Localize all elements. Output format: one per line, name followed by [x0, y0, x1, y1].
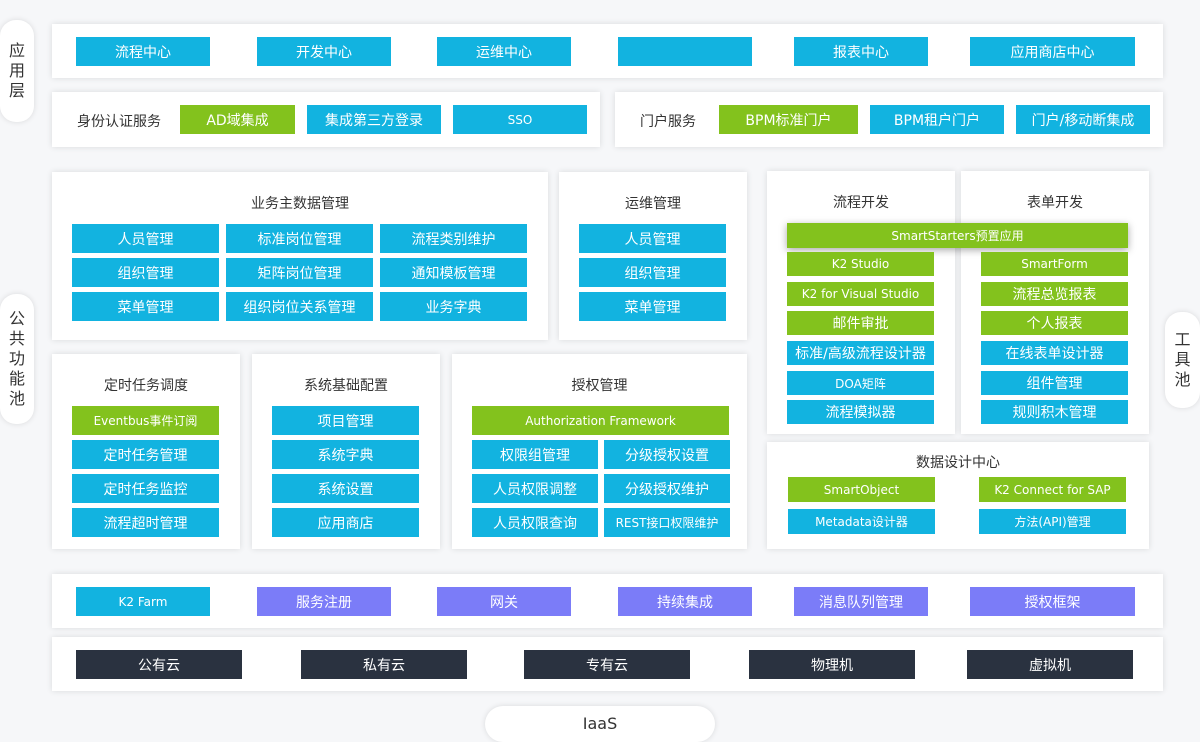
sys-app-store[interactable]: 应用商店	[272, 508, 419, 537]
form-rule-blocks[interactable]: 规则积木管理	[981, 400, 1128, 424]
md-menu[interactable]: 菜单管理	[72, 292, 219, 321]
ops-menu[interactable]: 菜单管理	[579, 292, 726, 321]
portal-standard[interactable]: BPM标准门户	[719, 105, 858, 134]
md-flow-category[interactable]: 流程类别维护	[380, 224, 527, 253]
common-pool-char: 公	[8, 309, 25, 328]
plat-k2-farm[interactable]: K2 Farm	[76, 587, 210, 616]
plat-auth-framework[interactable]: 授权框架	[970, 587, 1135, 616]
auth-rest[interactable]: REST接口权限维护	[604, 508, 730, 537]
auth-framework[interactable]: Authorization Framework	[472, 406, 729, 435]
app-layer-label: 应 用 层	[0, 20, 34, 122]
app-layer-char: 层	[8, 81, 25, 100]
form-flow-report[interactable]: 流程总览报表	[981, 282, 1128, 306]
dd-k2-connect-sap[interactable]: K2 Connect for SAP	[979, 477, 1126, 502]
sched-eventbus[interactable]: Eventbus事件订阅	[72, 406, 219, 435]
sched-timeout[interactable]: 流程超时管理	[72, 508, 219, 537]
sys-dict[interactable]: 系统字典	[272, 440, 419, 469]
iaas-text: IaaS	[582, 714, 618, 733]
auth-group[interactable]: 权限组管理	[472, 440, 598, 469]
flow-k2-vs[interactable]: K2 for Visual Studio	[787, 282, 934, 306]
data-design-title: 数据设计中心	[916, 455, 1000, 471]
flow-mail-approval[interactable]: 邮件审批	[787, 311, 934, 335]
infra-vm[interactable]: 虚拟机	[967, 650, 1133, 679]
dd-smartobject[interactable]: SmartObject	[788, 477, 935, 502]
md-biz-dict[interactable]: 业务字典	[380, 292, 527, 321]
form-smartform[interactable]: SmartForm	[981, 252, 1128, 276]
auth-title: 授权管理	[571, 378, 628, 394]
md-personnel[interactable]: 人员管理	[72, 224, 219, 253]
iaas-label: IaaS	[485, 706, 715, 742]
app-report-center[interactable]: 报表中心	[794, 37, 928, 66]
common-pool-label: 公 共 功 能 池	[0, 294, 34, 424]
identity-third-party[interactable]: 集成第三方登录	[307, 105, 441, 134]
auth-level-maintain[interactable]: 分级授权维护	[604, 474, 730, 503]
sys-config-title: 系统基础配置	[304, 378, 388, 394]
md-notify-template[interactable]: 通知模板管理	[380, 258, 527, 287]
common-pool-char: 能	[8, 369, 25, 388]
infra-public-cloud[interactable]: 公有云	[76, 650, 242, 679]
common-pool-char: 功	[8, 349, 25, 368]
flow-k2-studio[interactable]: K2 Studio	[787, 252, 934, 276]
sys-settings[interactable]: 系统设置	[272, 474, 419, 503]
sys-project[interactable]: 项目管理	[272, 406, 419, 435]
app-ops-center[interactable]: 运维中心	[437, 37, 571, 66]
form-personal-report[interactable]: 个人报表	[981, 311, 1128, 335]
infra-physical[interactable]: 物理机	[749, 650, 915, 679]
tool-pool-label: 工 具 池	[1165, 312, 1200, 408]
tool-pool-char: 工	[1174, 330, 1191, 349]
form-component-mgmt[interactable]: 组件管理	[981, 371, 1128, 395]
auth-person-adjust[interactable]: 人员权限调整	[472, 474, 598, 503]
dd-metadata-designer[interactable]: Metadata设计器	[788, 509, 935, 534]
infra-dedicated-cloud[interactable]: 专有云	[524, 650, 690, 679]
flow-designer[interactable]: 标准/高级流程设计器	[787, 341, 934, 365]
smartstarters-bar[interactable]: SmartStarters预置应用	[787, 223, 1128, 248]
flow-doa[interactable]: DOA矩阵	[787, 371, 934, 395]
app-flow-center[interactable]: 流程中心	[76, 37, 210, 66]
ops-org[interactable]: 组织管理	[579, 258, 726, 287]
flow-simulator[interactable]: 流程模拟器	[787, 400, 934, 424]
plat-ci[interactable]: 持续集成	[618, 587, 752, 616]
portal-mobile[interactable]: 门户/移动断集成	[1016, 105, 1150, 134]
md-org-position[interactable]: 组织岗位关系管理	[226, 292, 373, 321]
form-dev-title: 表单开发	[1027, 195, 1083, 211]
common-pool-char: 池	[8, 389, 25, 408]
app-store-center[interactable]: 应用商店中心	[970, 37, 1135, 66]
md-std-position[interactable]: 标准岗位管理	[226, 224, 373, 253]
app-blank-box[interactable]	[618, 37, 752, 66]
tool-pool-char: 具	[1174, 350, 1191, 369]
sched-task-mgmt[interactable]: 定时任务管理	[72, 440, 219, 469]
md-matrix-position[interactable]: 矩阵岗位管理	[226, 258, 373, 287]
identity-sso[interactable]: SSO	[453, 105, 587, 134]
auth-level-set[interactable]: 分级授权设置	[604, 440, 730, 469]
scheduler-title: 定时任务调度	[104, 378, 188, 394]
ops-title: 运维管理	[625, 196, 681, 212]
portal-tenant[interactable]: BPM租户门户	[870, 105, 1004, 134]
app-layer-char: 用	[8, 61, 25, 80]
dd-api-mgmt[interactable]: 方法(API)管理	[979, 509, 1126, 534]
app-layer-char: 应	[8, 41, 25, 60]
common-pool-char: 共	[8, 329, 25, 348]
plat-gateway[interactable]: 网关	[437, 587, 571, 616]
form-online-designer[interactable]: 在线表单设计器	[981, 341, 1128, 365]
app-dev-center[interactable]: 开发中心	[257, 37, 391, 66]
plat-service-registry[interactable]: 服务注册	[257, 587, 391, 616]
identity-label: 身份认证服务	[77, 114, 161, 130]
identity-ad[interactable]: AD域集成	[180, 105, 295, 134]
flow-dev-title: 流程开发	[833, 195, 889, 211]
portal-label: 门户服务	[640, 114, 696, 130]
plat-mq[interactable]: 消息队列管理	[794, 587, 928, 616]
md-org[interactable]: 组织管理	[72, 258, 219, 287]
auth-person-query[interactable]: 人员权限查询	[472, 508, 598, 537]
ops-personnel[interactable]: 人员管理	[579, 224, 726, 253]
master-data-title: 业务主数据管理	[251, 196, 349, 212]
tool-pool-char: 池	[1174, 370, 1191, 389]
infra-private-cloud[interactable]: 私有云	[301, 650, 467, 679]
sched-task-monitor[interactable]: 定时任务监控	[72, 474, 219, 503]
